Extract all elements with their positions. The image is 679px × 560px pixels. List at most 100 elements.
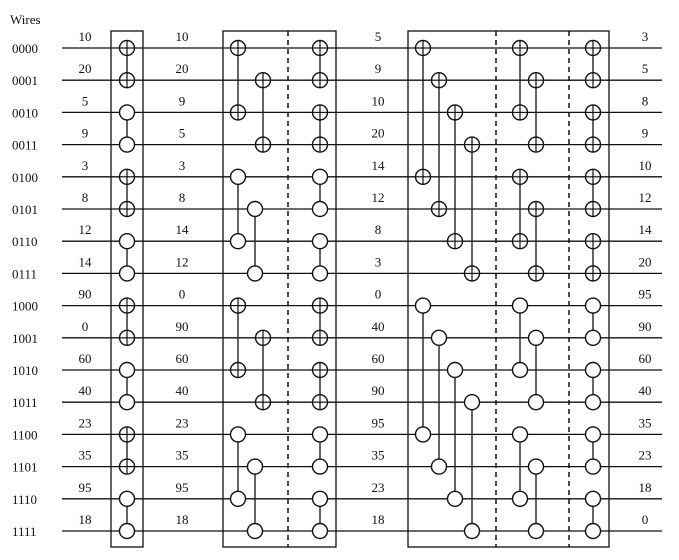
wire-value: 3: [375, 254, 382, 269]
decreasing-comparator-node: [246, 522, 264, 540]
wire-value: 40: [372, 319, 385, 334]
wire-value: 12: [79, 222, 92, 237]
decreasing-comparator-node: [118, 104, 136, 121]
wire-value: 23: [639, 448, 652, 463]
wire-value: 20: [372, 126, 385, 141]
wire-value: 9: [642, 126, 649, 141]
decreasing-comparator-node: [584, 490, 602, 507]
decreasing-comparator-node: [584, 426, 602, 443]
wire-value: 0: [82, 319, 89, 334]
wire-value: 10: [639, 158, 652, 173]
wire-label: 1010: [12, 363, 38, 378]
decreasing-comparator-node: [118, 265, 136, 282]
stage-box: [110, 30, 144, 548]
decreasing-comparator-node: [584, 297, 602, 314]
decreasing-comparator-node: [311, 265, 329, 282]
decreasing-comparator-node: [446, 490, 464, 507]
wire-value: 95: [176, 480, 189, 495]
wire-value: 90: [639, 319, 652, 334]
decreasing-comparator-node: [229, 426, 247, 443]
wire-value: 95: [639, 287, 652, 302]
wire-value: 40: [176, 383, 189, 398]
wire-value: 20: [176, 61, 189, 76]
wire-label: 1000: [12, 299, 38, 314]
decreasing-comparator-node: [430, 458, 448, 475]
wire-value: 40: [639, 383, 652, 398]
wire-value: 14: [79, 254, 93, 269]
wire-label: 0000: [12, 41, 38, 56]
wire-value: 95: [372, 415, 385, 430]
wire-label: 1011: [12, 395, 38, 410]
wire-value: 10: [372, 93, 385, 108]
decreasing-comparator-node: [446, 361, 464, 379]
wire-value: 35: [639, 415, 652, 430]
wire-value: 8: [375, 222, 382, 237]
decreasing-comparator-node: [527, 522, 545, 540]
decreasing-comparator-node: [118, 490, 136, 507]
decreasing-comparator-node: [463, 522, 481, 540]
wire-value: 9: [179, 93, 186, 108]
wire-value: 90: [79, 287, 92, 302]
wire-label: 0010: [12, 105, 38, 120]
stage-box: [222, 30, 337, 548]
decreasing-comparator-node: [511, 297, 529, 314]
wire-value: 90: [372, 383, 385, 398]
wire-value: 9: [375, 61, 382, 76]
wire-label: 0101: [12, 202, 38, 217]
wire-label: 1111: [12, 524, 37, 539]
wire-value: 35: [79, 448, 92, 463]
wire-value: 60: [372, 351, 385, 366]
wire-value: 60: [79, 351, 92, 366]
wire-value: 8: [82, 190, 89, 205]
wire-value: 10: [176, 29, 189, 44]
decreasing-comparator-node: [311, 200, 329, 218]
wire-value: 9: [82, 126, 89, 141]
decreasing-comparator-node: [229, 168, 247, 186]
wire-label: 1100: [12, 427, 38, 442]
decreasing-comparator-node: [463, 394, 481, 411]
wire-label: 0100: [12, 170, 38, 185]
wire-value: 5: [375, 29, 382, 44]
wire-label: 0111: [12, 266, 37, 281]
decreasing-comparator-node: [311, 426, 329, 443]
decreasing-comparator-node: [311, 168, 329, 186]
wire-value: 14: [639, 222, 653, 237]
decreasing-comparator-node: [584, 458, 602, 475]
wire-label: 1001: [12, 331, 38, 346]
decreasing-comparator-node: [584, 394, 602, 411]
wire-value: 8: [642, 93, 649, 108]
wire-value: 18: [639, 480, 652, 495]
decreasing-comparator-node: [118, 136, 136, 153]
wire-value: 95: [79, 480, 92, 495]
decreasing-comparator-node: [414, 297, 432, 314]
decreasing-comparator-node: [311, 490, 329, 507]
decreasing-comparator-node: [527, 394, 545, 411]
wire-value: 5: [179, 126, 186, 141]
wire-value: 0: [642, 512, 649, 527]
wire-value: 35: [372, 448, 385, 463]
wire-value: 3: [642, 29, 649, 44]
wire-value: 60: [639, 351, 652, 366]
wire-value: 23: [79, 415, 92, 430]
decreasing-comparator-node: [118, 361, 136, 379]
wire-value: 5: [642, 61, 649, 76]
decreasing-comparator-node: [246, 458, 264, 475]
wire-label: 0011: [12, 138, 38, 153]
wire-value: 0: [179, 287, 186, 302]
decreasing-comparator-node: [511, 426, 529, 443]
decreasing-comparator-node: [584, 361, 602, 379]
decreasing-comparator-node: [414, 426, 432, 443]
wire-value: 18: [372, 512, 385, 527]
decreasing-comparator-node: [118, 232, 136, 250]
wire-value: 18: [176, 512, 189, 527]
wire-value: 3: [82, 158, 89, 173]
decreasing-comparator-node: [511, 490, 529, 507]
wire-value: 12: [639, 190, 652, 205]
wire-value: 90: [176, 319, 189, 334]
wire-value: 8: [179, 190, 186, 205]
decreasing-comparator-node: [584, 522, 602, 540]
wire-label: 1101: [12, 460, 38, 475]
wire-value: 12: [176, 254, 189, 269]
decreasing-comparator-node: [311, 522, 329, 540]
